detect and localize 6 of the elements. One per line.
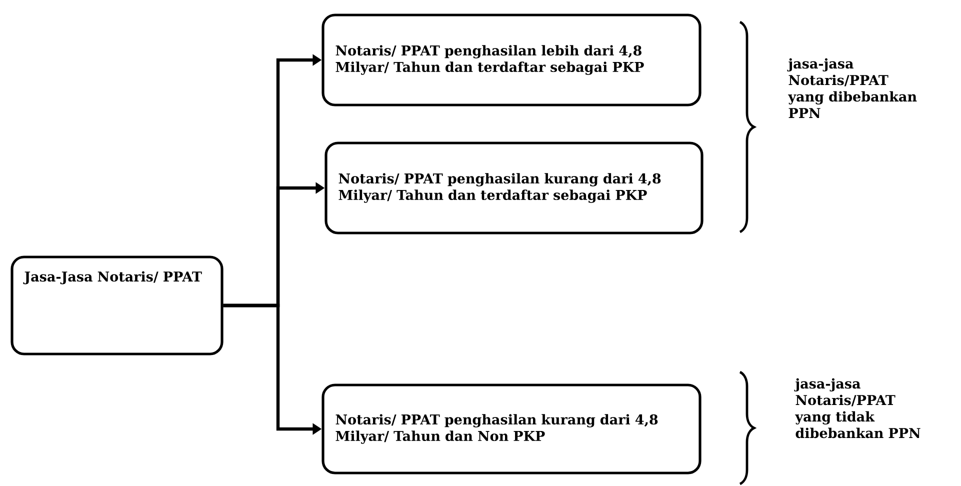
process-box: Notaris/ PPAT penghasilan lebih dari 4,8 Milyar/ Tahun dan terdaftar sebagai PKP	[322, 14, 702, 106]
group-label: jasa-jasa Notaris/PPAT yang tidak dibebankan PPN	[794, 378, 920, 438]
process-box: Jasa-Jasa Notaris/ PPAT	[10, 256, 224, 356]
group-label: jasa-jasa Notaris/PPAT yang dibebankan PPN	[787, 58, 917, 118]
process-box: Notaris/ PPAT penghasilan kurang dari 4,8 Milyar/ Tahun dan terdaftar sebagai PKP	[324, 142, 704, 234]
process-box: Notaris/ PPAT penghasilan kurang dari 4,8 Milyar/ Tahun dan Non PKP	[322, 384, 702, 474]
